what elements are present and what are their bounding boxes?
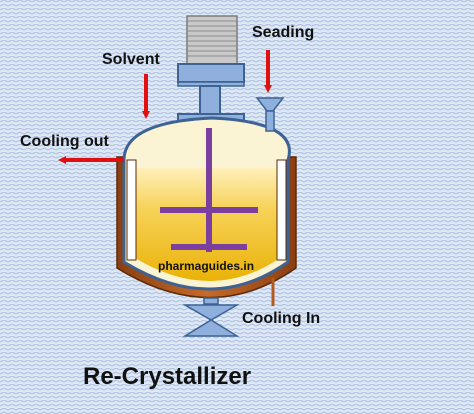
stirrer — [160, 128, 258, 252]
jacket-lining-right — [276, 159, 287, 261]
cooling-in-label: Cooling In — [242, 310, 320, 327]
solvent-label: Solvent — [102, 51, 160, 68]
motor — [186, 15, 238, 65]
seeding-funnel — [255, 97, 285, 132]
jacket-lining-left — [126, 159, 137, 261]
cooling-out-label: Cooling out — [20, 133, 110, 150]
outlet-valve — [182, 297, 240, 337]
watermark: pharmaguides.in — [158, 259, 254, 273]
seeding-label: Seading — [252, 24, 314, 41]
diagram-title: Re-Crystallizer — [83, 363, 251, 390]
